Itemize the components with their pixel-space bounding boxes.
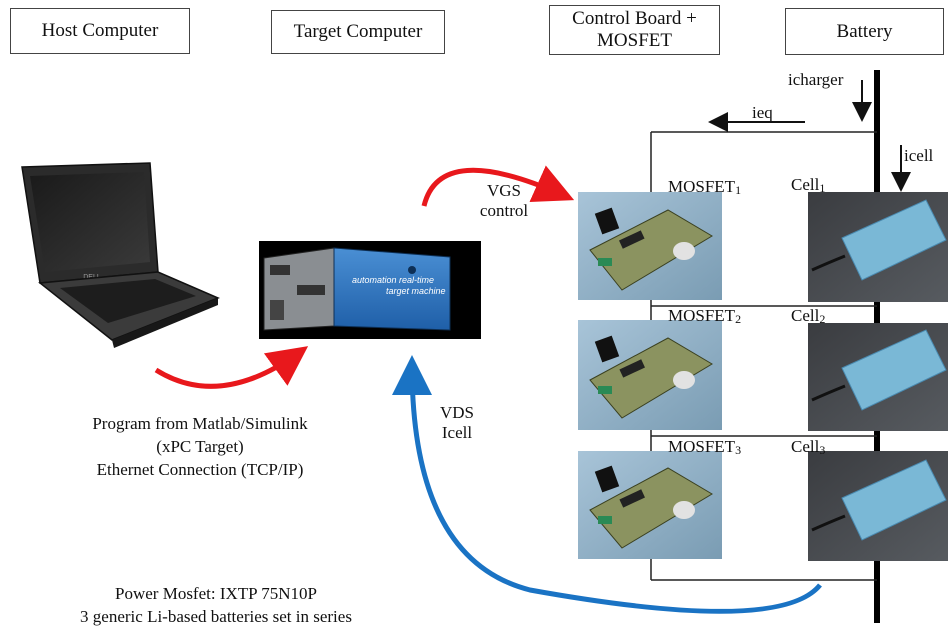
cell-3-label: Cell3 xyxy=(791,437,826,457)
battery-cell-photo-1 xyxy=(808,192,948,302)
host-computer-header: Host Computer xyxy=(10,8,190,54)
vds-label-line2: Icell xyxy=(441,423,473,442)
host-note-line3: Ethernet Connection (TCP/IP) xyxy=(96,460,304,479)
icell-label: icell xyxy=(904,146,934,165)
vgs-control-arrow xyxy=(421,165,575,207)
control-board-label-line2: MOSFET xyxy=(597,30,672,51)
footer-note-line2: 3 generic Li-based batteries set in seri… xyxy=(80,607,352,626)
host-computer-label: Host Computer xyxy=(41,20,159,41)
control-board-photo-1 xyxy=(578,192,722,300)
host-note-line2: (xPC Target) xyxy=(156,437,244,456)
battery-header: Battery xyxy=(785,8,944,55)
cell-2-label: Cell2 xyxy=(791,306,826,326)
cell-1-label: Cell1 xyxy=(791,175,826,195)
vgs-control-label: VGS control xyxy=(470,181,538,221)
host-note-line1: Program from Matlab/Simulink xyxy=(92,414,308,433)
icharger-label: icharger xyxy=(788,70,844,89)
laptop-image: DELL xyxy=(21,162,220,348)
control-board-photo-2 xyxy=(578,320,722,430)
target-machine-text-2: target machine xyxy=(386,286,446,296)
battery-cell-photo-3 xyxy=(808,451,948,561)
vds-label-line1: VDS xyxy=(439,403,474,422)
ieq-label: ieq xyxy=(752,103,773,122)
vds-icell-label: VDS Icell xyxy=(432,403,482,443)
footer-note-line1: Power Mosfet: IXTP 75N10P xyxy=(115,584,317,603)
mosfet-3-label: MOSFET3 xyxy=(668,437,742,457)
target-machine-image: automation real-time target machine xyxy=(259,241,481,339)
target-machine-text-1: automation real-time xyxy=(352,275,434,285)
battery-label: Battery xyxy=(836,20,893,42)
host-notes: Program from Matlab/Simulink (xPC Target… xyxy=(40,412,360,481)
control-board-photo-3 xyxy=(578,451,722,559)
target-computer-header: Target Computer xyxy=(271,10,445,54)
mosfet-2-label: MOSFET2 xyxy=(668,306,742,326)
control-board-label-line1: Control Board + xyxy=(572,8,697,29)
control-board-header: Control Board + MOSFET xyxy=(549,5,720,55)
vgs-label-line1: VGS xyxy=(486,181,521,200)
host-to-target-arrow xyxy=(154,346,309,389)
footer-notes: Power Mosfet: IXTP 75N10P 3 generic Li-b… xyxy=(36,582,396,628)
target-computer-label: Target Computer xyxy=(293,21,423,42)
vgs-label-line2: control xyxy=(479,201,529,220)
battery-cell-photo-2 xyxy=(808,323,948,431)
mosfet-1-label: MOSFET1 xyxy=(668,177,742,197)
vds-icell-feedback-arrow xyxy=(392,355,822,614)
